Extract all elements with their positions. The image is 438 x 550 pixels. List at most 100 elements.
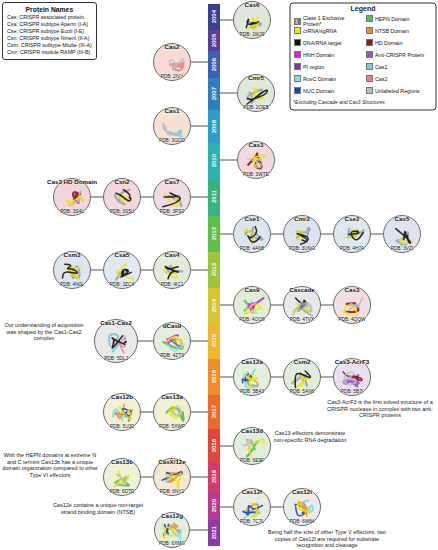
protein-ribbon-strand xyxy=(63,264,78,278)
legend-swatch xyxy=(294,27,301,34)
protein-name: Cas3 xyxy=(249,141,264,148)
protein-ribbon-strand xyxy=(167,473,181,487)
pdb-id: PDB: 3PS0 xyxy=(160,209,184,214)
protein-circle: Cas12gPDB: 6XMG xyxy=(154,512,190,548)
protein-ribbon-strand xyxy=(244,304,261,315)
protein-name: Cas3 xyxy=(345,286,360,293)
year-label: 2005 xyxy=(211,34,217,47)
legend-text: HEPN Domain xyxy=(375,16,409,22)
pdb-id: PDB: 3VZI xyxy=(391,246,414,251)
connector-line xyxy=(220,377,233,378)
protein-ribbon-strand xyxy=(163,527,176,539)
protein-circle: Cse1PDB: 4AN8 xyxy=(233,215,271,253)
protein-ribbon-strand xyxy=(115,474,126,486)
legend-entry: DNA/RNA target xyxy=(294,39,364,46)
legend-text: RuvC Domain xyxy=(303,76,336,82)
protein-circle: Cmr2PDB: 3UNG xyxy=(283,215,321,253)
box-line: Csa: CRISPR subtype Aperm (I-A) xyxy=(7,21,92,28)
protein-ribbon-strand xyxy=(244,503,259,518)
protein-circle: Cas3PDB: 3WTE xyxy=(237,141,275,179)
protein-circle: Csm3PDB: 4N0L xyxy=(53,251,91,289)
pdb-id: PDB: 5U30 xyxy=(110,424,134,429)
pdb-id: PDB: 5B43 xyxy=(240,389,264,394)
legend-frame xyxy=(290,3,436,110)
connector-line xyxy=(138,341,153,342)
protein-circle: Cas13aPDB: 5XWP xyxy=(153,393,191,431)
year-segment: 2020 xyxy=(208,492,220,520)
connector-line xyxy=(220,507,233,508)
protein-ribbon-strand xyxy=(247,17,259,30)
year-label: 2006 xyxy=(211,58,217,71)
protein-circle: Cas12fPDB: 7C7L xyxy=(233,488,271,526)
connector-line xyxy=(271,507,283,508)
connector-line xyxy=(141,270,153,271)
protein-ribbon-strand xyxy=(246,19,258,27)
protein-ribbon-strand xyxy=(247,90,268,104)
box-line: Cse: CRISPR subtype Ecoli (I-E) xyxy=(7,28,92,35)
legend-entry: HNH Domain xyxy=(294,51,364,58)
protein-name: Csn2 xyxy=(114,178,129,185)
box-line: Csn: CRISPR subtype Nmeni (II-A) xyxy=(7,35,92,42)
legend-entry: Unlabeled Regions xyxy=(366,87,436,94)
pdb-id: PDB: 4ZT9 xyxy=(160,353,184,358)
connector-line xyxy=(191,62,208,63)
year-label: 2004 xyxy=(211,10,217,23)
year-segment: 2012 xyxy=(208,216,220,253)
pdb-id: PDB: 4H7A xyxy=(340,246,365,251)
year-label: 2018 xyxy=(211,439,217,452)
pdb-id: PDB: 3ZC4 xyxy=(110,282,134,287)
year-label: 2016 xyxy=(211,370,217,383)
protein-name: CasX/12e xyxy=(158,458,186,465)
protein-circle: Cas9PDB: 4OO8 xyxy=(233,286,271,324)
legend-footnote: *Excluding Cascade and Cas3 Structures xyxy=(293,99,435,105)
legend-title: Legend xyxy=(290,5,436,13)
protein-name: Cas2 xyxy=(165,43,180,50)
connector-line xyxy=(220,93,237,94)
protein-name: Cmr2 xyxy=(294,215,310,222)
pdb-id: PDB: 5B7I xyxy=(341,389,363,394)
protein-name: Cas9 xyxy=(245,286,260,293)
legend-swatch xyxy=(366,63,373,70)
legend-swatch xyxy=(366,75,373,82)
pdb-id: PDB: 3GOD xyxy=(159,138,185,143)
protein-name: Cas13b xyxy=(111,458,133,465)
names-box: Protein NamesCas: CRISPR associated prot… xyxy=(2,2,97,60)
year-label: 2013 xyxy=(211,263,217,276)
protein-ribbon-strand xyxy=(246,373,257,387)
pdb-id: PDB: 5DLJ xyxy=(104,356,128,361)
pdb-id: PDB: 4AN8 xyxy=(240,246,265,251)
protein-circle: Cas1PDB: 3GOD xyxy=(153,107,191,145)
pdb-id: PDB: 7C7L xyxy=(240,519,264,524)
legend-swatch xyxy=(366,39,373,46)
year-label: 2015 xyxy=(211,334,217,347)
protein-circle: Cas1-Cas2PDB: 5DLJ xyxy=(94,319,138,363)
protein-ribbon-strand xyxy=(169,405,181,416)
protein-name: Cas7 xyxy=(165,178,180,185)
legend-swatch xyxy=(366,87,373,94)
legend-text: NUC Domain xyxy=(303,88,334,94)
protein-name: Cas3-AcrF3 xyxy=(335,358,369,365)
year-label: 2011 xyxy=(211,190,217,203)
protein-ribbon-strand xyxy=(114,471,128,487)
box-line: Cas: CRISPR associated protein xyxy=(7,14,92,21)
connector-line xyxy=(91,197,103,198)
pdb-id: PDB: 4OO8 xyxy=(239,317,264,322)
pdb-id: PDB: 5XWP xyxy=(159,424,185,429)
connector-line xyxy=(321,377,333,378)
protein-ribbon-strand xyxy=(163,193,181,207)
pdb-id: PDB: 4QQW xyxy=(338,317,365,322)
legend-entry: HEPN Domain xyxy=(366,15,436,22)
note-text: Our understanding of acquisition was sha… xyxy=(2,322,86,342)
protein-circle: Cas6PDB: 1WJ9 xyxy=(233,1,271,39)
connector-line xyxy=(191,412,208,413)
protein-name: Csm3 xyxy=(64,251,81,258)
protein-ribbon-strand xyxy=(166,337,181,346)
connector-line xyxy=(191,197,208,198)
protein-circle: Cas13bPDB: 6DTD xyxy=(103,458,141,496)
protein-name: Cas5 xyxy=(395,215,410,222)
legend-text: NTSB Domain xyxy=(375,28,409,34)
protein-ribbon-strand xyxy=(296,500,309,513)
pdb-id: PDB: 3UNG xyxy=(289,246,315,251)
protein-ribbon-strand xyxy=(342,372,356,385)
